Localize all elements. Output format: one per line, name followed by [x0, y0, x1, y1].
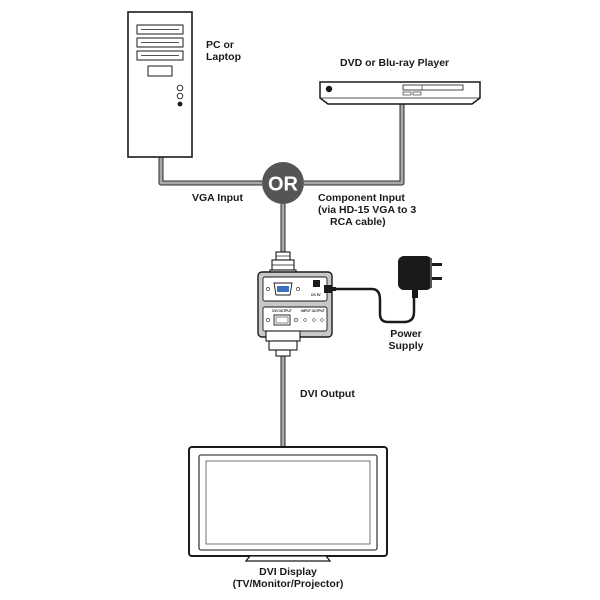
player-label: DVD or Blu-ray Player [340, 57, 450, 69]
cables [158, 104, 416, 447]
component-input-line-1: Component Input [318, 192, 405, 204]
component-input-label: Component Input (via HD-15 VGA to 3 RCA … [318, 192, 416, 228]
dvi-plug [265, 330, 301, 357]
dvd-player [319, 81, 481, 105]
power-adapter [398, 256, 442, 298]
power-supply-label: Power Supply [382, 328, 430, 352]
pc-label-line-2: Laptop [206, 51, 241, 63]
input-output-label: INPUT OUTPUT [301, 309, 325, 313]
pc-label-line-1: PC or [206, 39, 235, 51]
pc-tower [127, 11, 193, 158]
dvi-port [273, 314, 291, 326]
dvi-output-text: DVI Output [300, 388, 355, 400]
dvi-output-label: DVI OUTPUT [272, 309, 291, 313]
vga-input-label: VGA Input [192, 192, 243, 204]
cable-power [330, 287, 416, 324]
or-text: OR [268, 174, 299, 196]
component-input-line-2: (via HD-15 VGA to 3 [318, 204, 417, 216]
power-supply-line-1: Power [390, 328, 422, 340]
display-label-line-1: DVI Display [259, 566, 317, 578]
dc-label: DC 5V [311, 293, 321, 297]
pc-label: PC or Laptop [206, 39, 241, 63]
cable-player-to-or [304, 104, 405, 186]
power-plug [324, 285, 336, 293]
converter-device: DC 5V DVI OUTPUT INPUT OUTPUT [257, 271, 333, 338]
dvi-display [188, 446, 388, 562]
display-label-line-2: (TV/Monitor/Projector) [232, 578, 344, 590]
cable-pc-to-or [158, 157, 262, 186]
dc-port [313, 280, 320, 287]
or-badge: OR [262, 162, 304, 204]
display-label: DVI Display (TV/Monitor/Projector) [178, 566, 398, 590]
power-supply-line-2: Supply [388, 340, 424, 352]
component-input-line-3: RCA cable) [330, 216, 386, 228]
